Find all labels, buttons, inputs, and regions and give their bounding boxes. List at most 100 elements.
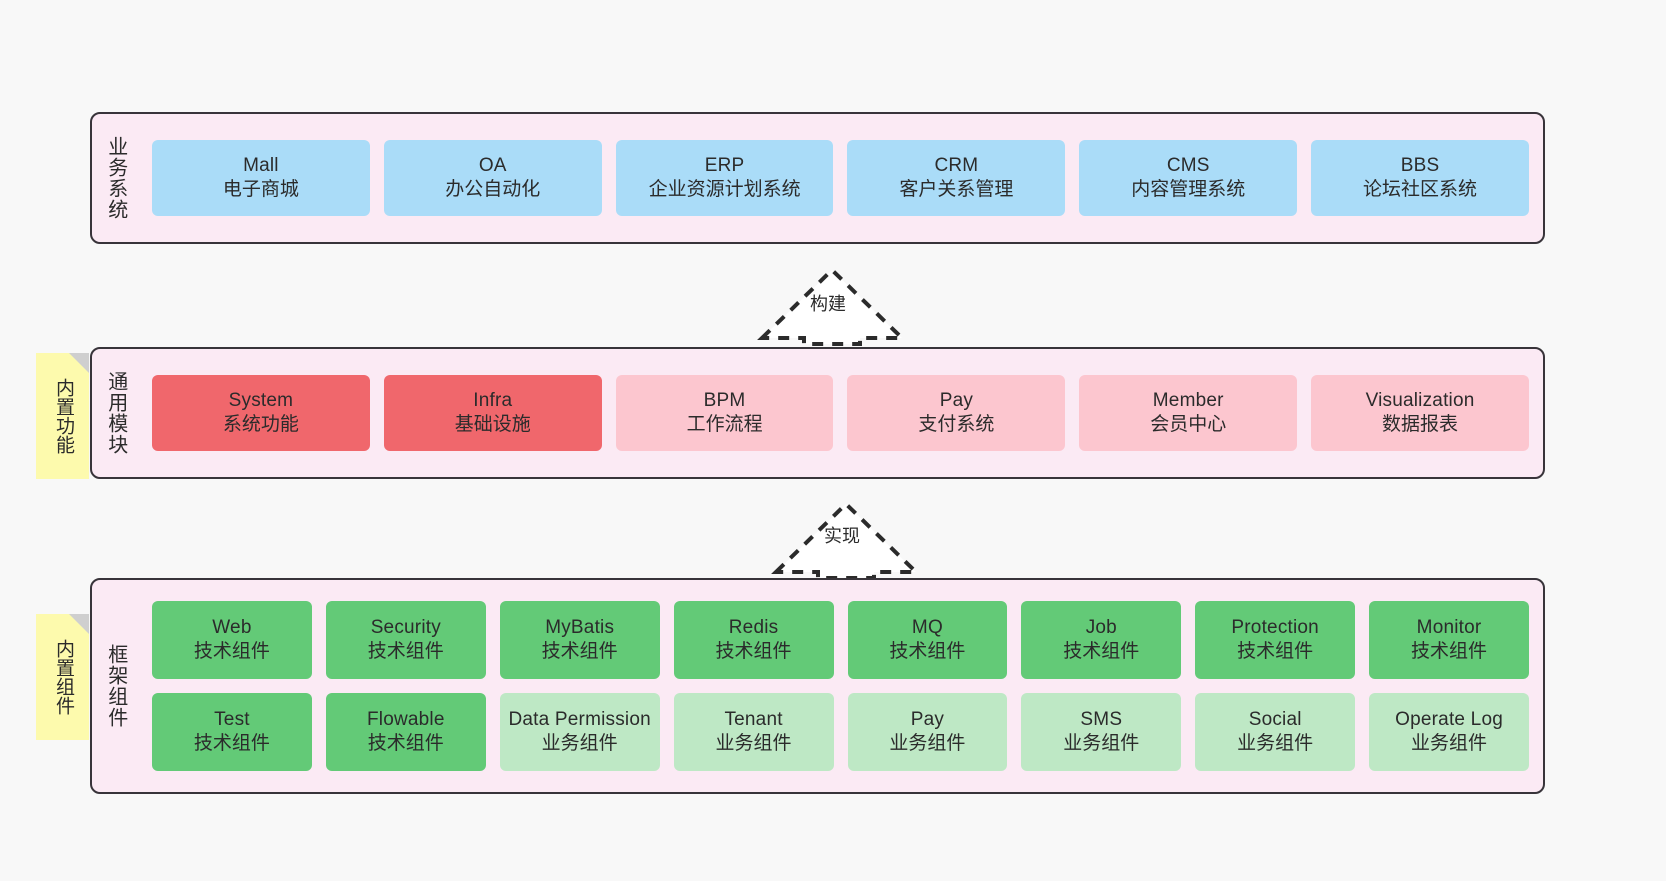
card-title-en: Pay <box>910 708 945 730</box>
card-title-en: Operate Log <box>1395 708 1503 730</box>
card-title-en: Member <box>1152 389 1224 411</box>
layer-framework-title: 框架组件 <box>104 644 127 728</box>
card-title-cn: 企业资源计划系统 <box>648 179 801 200</box>
card-title-cn: 技术组件 <box>1237 641 1314 662</box>
card-title-en: Redis <box>728 616 779 638</box>
card-title-cn: 支付系统 <box>918 414 995 435</box>
layer-common-body: System 系统功能 Infra 基础设施 BPM 工作流程 Pay 支付系统… <box>138 349 1543 477</box>
card-title-cn: 业务组件 <box>541 733 618 754</box>
card-web[interactable]: Web 技术组件 <box>152 601 312 679</box>
card-pay-component[interactable]: Pay 业务组件 <box>847 693 1008 771</box>
card-operate-log[interactable]: Operate Log 业务组件 <box>1369 693 1529 771</box>
card-title-cn: 技术组件 <box>541 641 618 662</box>
card-system[interactable]: System 系统功能 <box>152 375 370 451</box>
card-title-cn: 办公自动化 <box>445 179 541 200</box>
card-title-cn: 技术组件 <box>1063 641 1140 662</box>
card-mybatis[interactable]: MyBatis 技术组件 <box>499 601 660 679</box>
card-title-en: Web <box>212 616 252 638</box>
card-title-en: Mall <box>243 154 279 176</box>
card-social[interactable]: Social 业务组件 <box>1195 693 1356 771</box>
card-title-en: Infra <box>473 389 513 411</box>
card-title-en: BPM <box>703 389 746 411</box>
card-title-cn: 数据报表 <box>1382 414 1459 435</box>
layer-business-body: Mall 电子商城 OA 办公自动化 ERP 企业资源计划系统 CRM 客户关系… <box>138 114 1543 242</box>
card-mq[interactable]: MQ 技术组件 <box>847 601 1008 679</box>
card-security[interactable]: Security 技术组件 <box>325 601 486 679</box>
framework-tech-row: Web 技术组件 Security 技术组件 MyBatis 技术组件 Redi… <box>152 601 1529 679</box>
card-infra[interactable]: Infra 基础设施 <box>383 375 602 451</box>
card-title-en: Social <box>1248 708 1302 730</box>
card-title-en: Flowable <box>366 708 445 730</box>
card-title-cn: 工作流程 <box>686 414 763 435</box>
card-title-en: Pay <box>939 389 974 411</box>
card-title-en: Tenant <box>724 708 783 730</box>
card-visualization[interactable]: Visualization 数据报表 <box>1311 375 1529 451</box>
card-title-cn: 系统功能 <box>222 414 299 435</box>
card-mall[interactable]: Mall 电子商城 <box>152 140 370 216</box>
card-title-en: ERP <box>704 154 745 176</box>
arrow-implement-label: 实现 <box>824 526 860 546</box>
card-job[interactable]: Job 技术组件 <box>1021 601 1182 679</box>
card-title-cn: 技术组件 <box>715 641 792 662</box>
layer-common-title: 通用模块 <box>104 371 127 455</box>
card-title-en: CMS <box>1166 154 1210 176</box>
card-title-cn: 技术组件 <box>889 641 966 662</box>
card-title-cn: 技术组件 <box>193 733 270 754</box>
card-title-cn: 论坛社区系统 <box>1363 179 1478 200</box>
card-title-en: Test <box>214 708 250 730</box>
sticky-note-builtin-features: 内置功能 <box>36 353 89 479</box>
card-protection[interactable]: Protection 技术组件 <box>1195 601 1356 679</box>
card-title-en: Monitor <box>1416 616 1482 638</box>
layer-framework-body: Web 技术组件 Security 技术组件 MyBatis 技术组件 Redi… <box>138 580 1543 792</box>
card-member[interactable]: Member 会员中心 <box>1079 375 1298 451</box>
card-title-cn: 技术组件 <box>1411 641 1488 662</box>
card-oa[interactable]: OA 办公自动化 <box>383 140 602 216</box>
card-title-cn: 技术组件 <box>367 641 444 662</box>
arrow-build-label: 构建 <box>810 294 846 314</box>
card-title-cn: 技术组件 <box>193 641 270 662</box>
card-title-cn: 内容管理系统 <box>1131 179 1246 200</box>
card-title-en: MQ <box>911 616 943 638</box>
common-card-row: System 系统功能 Infra 基础设施 BPM 工作流程 Pay 支付系统… <box>152 375 1529 451</box>
card-crm[interactable]: CRM 客户关系管理 <box>847 140 1066 216</box>
card-flowable[interactable]: Flowable 技术组件 <box>325 693 486 771</box>
card-pay[interactable]: Pay 支付系统 <box>847 375 1066 451</box>
card-title-cn: 业务组件 <box>1237 733 1314 754</box>
layer-common-modules: 通用模块 System 系统功能 Infra 基础设施 BPM 工作流程 Pay… <box>90 347 1545 479</box>
card-monitor[interactable]: Monitor 技术组件 <box>1369 601 1529 679</box>
card-title-cn: 基础设施 <box>454 414 531 435</box>
card-data-permission[interactable]: Data Permission 业务组件 <box>499 693 660 771</box>
sticky-note-builtin-components: 内置组件 <box>36 614 89 740</box>
card-title-cn: 业务组件 <box>889 733 966 754</box>
card-title-en: Visualization <box>1365 389 1475 411</box>
business-card-row: Mall 电子商城 OA 办公自动化 ERP 企业资源计划系统 CRM 客户关系… <box>152 140 1529 216</box>
card-cms[interactable]: CMS 内容管理系统 <box>1079 140 1298 216</box>
card-title-cn: 业务组件 <box>1063 733 1140 754</box>
card-title-en: Data Permission <box>508 708 651 730</box>
card-title-en: SMS <box>1080 708 1123 730</box>
card-title-en: Security <box>370 616 441 638</box>
card-tenant[interactable]: Tenant 业务组件 <box>673 693 834 771</box>
card-erp[interactable]: ERP 企业资源计划系统 <box>615 140 834 216</box>
layer-framework-components: 框架组件 Web 技术组件 Security 技术组件 MyBatis 技术组件… <box>90 578 1545 794</box>
card-title-cn: 会员中心 <box>1150 414 1227 435</box>
card-test[interactable]: Test 技术组件 <box>152 693 312 771</box>
framework-biz-row: Test 技术组件 Flowable 技术组件 Data Permission … <box>152 693 1529 771</box>
card-title-en: CRM <box>934 154 979 176</box>
card-bbs[interactable]: BBS 论坛社区系统 <box>1311 140 1529 216</box>
card-redis[interactable]: Redis 技术组件 <box>673 601 834 679</box>
card-title-cn: 技术组件 <box>367 733 444 754</box>
card-title-en: Job <box>1085 616 1117 638</box>
card-title-en: Protection <box>1231 616 1319 638</box>
card-title-cn: 业务组件 <box>715 733 792 754</box>
layer-business-system: 业务系统 Mall 电子商城 OA 办公自动化 ERP 企业资源计划系统 CRM… <box>90 112 1545 244</box>
card-title-en: BBS <box>1400 154 1440 176</box>
card-title-en: MyBatis <box>545 616 615 638</box>
card-sms[interactable]: SMS 业务组件 <box>1021 693 1182 771</box>
card-title-en: System <box>228 389 294 411</box>
card-title-en: OA <box>478 154 507 176</box>
card-bpm[interactable]: BPM 工作流程 <box>615 375 834 451</box>
card-title-cn: 电子商城 <box>222 179 299 200</box>
layer-business-title: 业务系统 <box>104 136 127 220</box>
